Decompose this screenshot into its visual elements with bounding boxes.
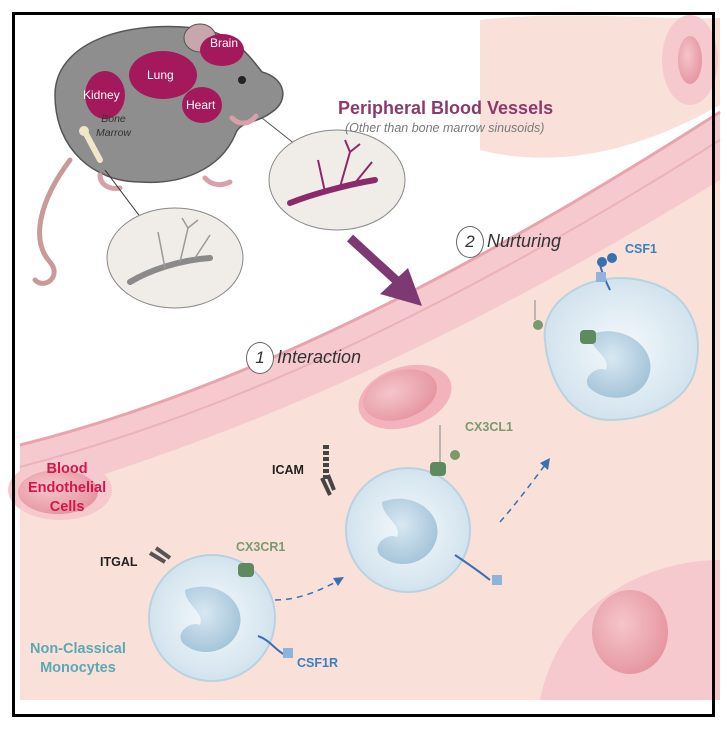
big-arrow — [346, 234, 422, 306]
title: Peripheral Blood Vessels — [338, 98, 554, 118]
peripheral-branches — [317, 139, 373, 193]
endothelial-nucleus — [363, 369, 437, 421]
subtitle: (Other than bone marrow sinusoids) — [345, 121, 545, 135]
endothelial-label-line-3: Cells — [49, 499, 85, 515]
migration-arrow-1 — [274, 579, 341, 601]
monocyte-1-nucleus — [180, 586, 241, 653]
outer-tissue — [480, 15, 720, 158]
monocyte-3 — [543, 253, 699, 422]
mouse-paw — [229, 113, 259, 126]
peripheral-inset-circle — [268, 129, 406, 231]
cx3cl1-ligand-1 — [450, 450, 460, 460]
cx3cr1-receptor-3 — [580, 330, 596, 344]
bottom-right-endothelial-nucleus — [592, 590, 668, 674]
brain-organ — [200, 34, 244, 66]
itgal-label: ITGAL — [100, 555, 138, 569]
migration-arrow-2-head — [540, 458, 550, 470]
csf1-label: CSF1 — [625, 242, 657, 256]
step-1-number: 1 — [246, 342, 274, 374]
bone-end — [79, 126, 89, 136]
outer-endothelial-nucleus — [678, 36, 702, 84]
monocyte-3-nucleus — [586, 331, 651, 398]
step-1-label: Interaction — [277, 347, 362, 367]
bone-marrow-label-line-1: Bone — [101, 113, 126, 125]
mouse-tail — [32, 157, 73, 286]
peripheral-vessel-inset — [268, 129, 406, 231]
big-arrow-head — [380, 268, 422, 306]
monocytes-label-line-1: Non-Classical — [30, 641, 126, 657]
bone-marrow-label-line-2: Marrow — [96, 127, 132, 139]
mouse-fore-foot — [202, 175, 233, 188]
endothelial-label-line-1: Blood — [46, 461, 88, 477]
cx3cr1-label: CX3CR1 — [236, 540, 286, 554]
vessel-wall-edge — [19, 110, 721, 447]
csf1r-receptor-1 — [283, 648, 293, 658]
migration-arrows — [274, 458, 550, 601]
csf1-ligand-1 — [597, 257, 607, 267]
mouse-eye — [238, 76, 246, 84]
csf1r-receptor-2 — [492, 575, 502, 585]
csf1r-receptor-3 — [596, 272, 606, 282]
cx3cr1-receptor-1 — [238, 563, 254, 577]
heart-label: Heart — [186, 98, 216, 112]
bone-marrow-inset-circle — [106, 207, 244, 309]
csf1r-stalk-1 — [257, 635, 286, 656]
itgal-integrin-1 — [148, 546, 172, 564]
peripheral-vessel — [287, 177, 378, 206]
step-2-number: 2 — [456, 226, 484, 258]
endothelial-layer — [20, 112, 720, 500]
cx3cl1-ligands — [439, 300, 543, 462]
big-arrow-shaft — [346, 234, 402, 286]
lung-label: Lung — [147, 68, 174, 82]
icam-label: ICAM — [272, 463, 304, 477]
bone-marrow-label: Bone Marrow — [96, 112, 131, 140]
bone-marrow-vessel — [127, 255, 213, 285]
kidney-label: Kidney — [83, 88, 120, 102]
endothelial-label-line-2: Endothelial — [28, 480, 107, 496]
migration-arrow-1-head — [333, 577, 344, 586]
monocytes-label: Non-Classical Monocytes — [30, 640, 126, 678]
figure-border — [12, 12, 715, 717]
mouse-hind-foot — [97, 172, 123, 191]
left-endothelial-nucleus — [18, 470, 98, 514]
cx3cl1-ligand-2 — [533, 320, 543, 330]
monocyte-2-nucleus — [377, 498, 438, 565]
bone-marrow-vessel-inset — [106, 207, 244, 309]
brain-label: Brain — [210, 36, 239, 50]
bone-marrow-branches — [157, 217, 211, 269]
monocyte-1 — [148, 546, 293, 682]
cx3cl1-label: CX3CL1 — [465, 420, 513, 434]
cx3cr1-receptor-2 — [430, 462, 446, 476]
bone — [82, 129, 103, 163]
csf1-ligand-2 — [607, 253, 617, 263]
csf1r-stalk-2 — [454, 554, 491, 581]
step-2-label: Nurturing — [487, 231, 562, 251]
mouse-illustration — [32, 23, 284, 286]
kidney-organ — [85, 71, 125, 119]
heart-organ — [182, 87, 222, 123]
monocyte-2 — [320, 462, 502, 593]
endothelium-inner-edge — [19, 139, 721, 468]
lung-organ — [129, 51, 197, 99]
endothelial-cells-label: Blood Endothelial Cells — [28, 460, 106, 517]
csf1r-label: CSF1R — [297, 656, 338, 670]
migration-arrow-2 — [499, 464, 546, 523]
monocytes-label-line-2: Monocytes — [40, 660, 116, 676]
